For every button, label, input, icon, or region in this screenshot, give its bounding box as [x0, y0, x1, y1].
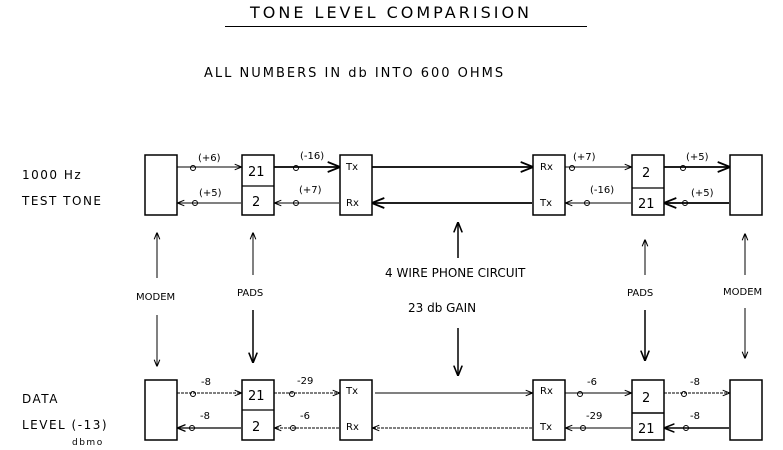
middle-annotations: MODEM PADS 4 WIRE PHONE CIRCUIT 23 db GA… — [136, 223, 762, 375]
data-level-label-line2: LEVEL (-13) — [22, 418, 109, 432]
level-label: (+7) — [299, 185, 322, 196]
data-level-label: DATA LEVEL (-13) dbmo — [22, 386, 108, 448]
top-left-hybrid-box — [339, 154, 373, 216]
pads-right-label: PADS — [627, 288, 653, 299]
test-point-icon — [293, 165, 299, 171]
top-right-pad-box — [631, 154, 665, 216]
top-left-modem-box — [144, 154, 178, 216]
bottom-right-hybrid-box — [532, 379, 566, 441]
bottom-right-modem-box — [729, 379, 763, 441]
diagram-title: TONE LEVEL COMPARISION — [250, 3, 533, 22]
gain-label: 23 db GAIN — [408, 301, 476, 315]
top-left-hybrid-tx: Tx — [345, 162, 358, 173]
test-point-icon — [682, 200, 688, 206]
test-point-icon — [584, 200, 590, 206]
test-point-icon — [683, 425, 689, 431]
level-label: (+6) — [198, 153, 221, 164]
test-tone-label-line2: TEST TONE — [22, 194, 103, 208]
test-point-icon — [569, 165, 575, 171]
data-level-label-line1: DATA — [22, 392, 59, 406]
level-label: -29 — [297, 376, 313, 387]
data-level-unit: dbmo — [72, 438, 104, 448]
bottom-left-hybrid-box — [339, 379, 373, 441]
modem-left-label: MODEM — [136, 292, 175, 303]
title-underline — [225, 26, 587, 27]
bottom-right-pad-lower: 21 — [638, 422, 655, 437]
test-point-icon — [289, 391, 295, 397]
test-point-icon — [580, 425, 586, 431]
bottom-left-pad-lower: 2 — [252, 420, 260, 435]
top-right-hybrid-tx: Tx — [539, 198, 552, 209]
top-right-hybrid-box — [532, 154, 566, 216]
bottom-left-pad-upper: 21 — [248, 389, 265, 404]
top-left-pad-lower: 2 — [252, 195, 260, 210]
test-point-icon — [190, 165, 196, 171]
test-point-icon — [577, 391, 583, 397]
level-label: -8 — [690, 411, 700, 422]
bottom-left-hybrid-tx: Tx — [345, 386, 358, 397]
level-label: -8 — [200, 411, 210, 422]
level-label: (+5) — [691, 188, 714, 199]
top-left-pad-box — [241, 154, 275, 216]
bottom-right-pad-box — [631, 379, 665, 441]
level-label: (+7) — [573, 152, 596, 163]
level-label: -6 — [300, 411, 310, 422]
bottom-right-hybrid-rx: Rx — [540, 386, 553, 397]
top-row: 21 2 Tx Rx Rx Tx 2 21 — [144, 151, 763, 216]
test-point-icon — [293, 200, 299, 206]
level-label: -6 — [587, 377, 597, 388]
top-right-hybrid-rx: Rx — [540, 162, 553, 173]
top-right-modem-box — [729, 154, 763, 216]
pads-left-label: PADS — [237, 288, 263, 299]
level-label: (-16) — [300, 151, 324, 162]
test-point-icon — [189, 425, 195, 431]
bottom-right-hybrid-tx: Tx — [539, 422, 552, 433]
bottom-right-pad-upper: 2 — [642, 391, 650, 406]
test-point-icon — [681, 391, 687, 397]
bottom-row: 21 2 Tx Rx Rx Tx 2 21 — [144, 376, 763, 441]
top-right-pad-lower: 21 — [638, 197, 655, 212]
test-point-icon — [192, 200, 198, 206]
bottom-left-hybrid-rx: Rx — [346, 422, 359, 433]
top-left-hybrid-rx: Rx — [346, 198, 359, 209]
test-tone-label-line1: 1000 Hz — [22, 168, 83, 182]
top-right-pad-upper: 2 — [642, 166, 650, 181]
diagram-subtitle: ALL NUMBERS IN db INTO 600 OHMS — [204, 66, 506, 81]
circuit-label: 4 WIRE PHONE CIRCUIT — [385, 266, 526, 280]
top-left-pad-upper: 21 — [248, 165, 265, 180]
level-label: (+5) — [199, 188, 222, 199]
test-point-icon — [190, 391, 196, 397]
bottom-left-modem-box — [144, 379, 178, 441]
test-point-icon — [290, 425, 296, 431]
level-label: -8 — [201, 377, 211, 388]
level-label: (-16) — [590, 185, 614, 196]
test-tone-label: 1000 Hz TEST TONE — [22, 162, 103, 214]
test-point-icon — [680, 165, 686, 171]
level-label: -8 — [690, 377, 700, 388]
modem-right-label: MODEM — [723, 287, 762, 298]
level-label: (+5) — [686, 152, 709, 163]
level-label: -29 — [586, 411, 602, 422]
